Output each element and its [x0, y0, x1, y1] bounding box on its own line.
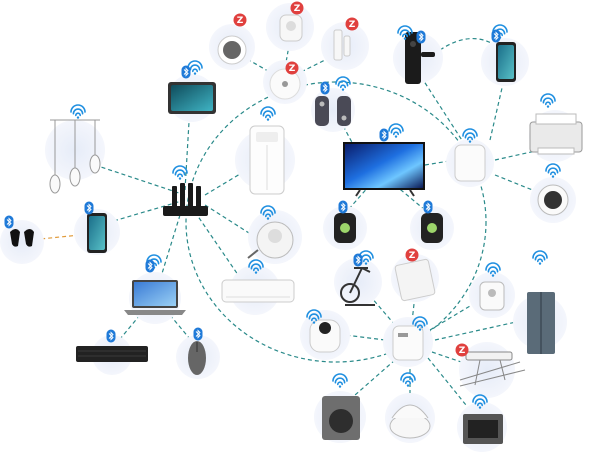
wifi-icon [306, 309, 322, 324]
zigbee-letter: Z [459, 346, 466, 356]
wifi-icon [248, 259, 264, 274]
bluetooth-icon [84, 201, 94, 215]
wifi-icon [260, 106, 276, 121]
bluetooth-icon [4, 215, 14, 229]
keyboard [76, 346, 148, 362]
zigbee-letter: Z [409, 251, 416, 261]
laptop [124, 280, 186, 315]
tablet [168, 82, 216, 114]
link-bhub-fridge [434, 319, 526, 341]
bluetooth-icon [353, 253, 363, 267]
pendant-lights [49, 119, 101, 194]
smart-door-lock [405, 32, 435, 84]
zigbee-icon: Z [233, 13, 247, 27]
zigbee-letter: Z [237, 16, 244, 26]
wifi-icon [545, 163, 561, 178]
bluetooth-icon [193, 327, 203, 341]
refrigerator [527, 292, 555, 354]
ceiling-hub [269, 68, 301, 100]
link-router-ac [194, 211, 246, 286]
game-controllers [315, 96, 351, 126]
link-bhub-plug [429, 299, 481, 331]
link-router-purifier [204, 164, 256, 196]
drying-rack [459, 351, 526, 387]
halo-bike [334, 258, 382, 306]
link-phone-earbuds [29, 234, 81, 241]
wifi-icon [335, 76, 351, 91]
wifi-icon [412, 316, 428, 331]
orbit-ring [185, 81, 487, 363]
zigbee-letter: Z [349, 20, 356, 30]
zigbee-icon: Z [290, 1, 304, 15]
smart-speaker [537, 184, 569, 216]
smart-switch-panel [394, 258, 436, 302]
bluetooth-icon [423, 200, 433, 214]
hub-bottom [392, 325, 424, 361]
wifi-router [163, 183, 208, 216]
robot-vacuum [247, 221, 294, 259]
bluetooth-icon [338, 200, 348, 214]
bluetooth-icon [416, 30, 426, 44]
link-router-laptop [159, 214, 181, 281]
link-router-lights [94, 164, 186, 196]
zigbee-letter: Z [289, 64, 296, 74]
rice-cooker [389, 404, 431, 439]
zigbee-icon: Z [285, 61, 299, 75]
link-tv-remote1 [347, 184, 371, 211]
smart-tv [343, 142, 425, 197]
zigbee-icon: Z [345, 17, 359, 31]
door-sensor [333, 29, 351, 61]
thermometer-sensor [217, 35, 247, 65]
wifi-icon [397, 25, 413, 40]
wifi-icon [187, 60, 203, 75]
remote-1 [334, 213, 356, 243]
bluetooth-icon [145, 259, 155, 273]
oven [463, 414, 503, 444]
exercise-bike [340, 267, 375, 306]
wifi-icon [472, 394, 488, 409]
motion-sensor [279, 14, 303, 42]
washing-machine [322, 396, 360, 440]
bluetooth-icon [106, 329, 116, 343]
zigbee-icon: Z [405, 248, 419, 262]
bluetooth-earbuds [10, 229, 34, 247]
link-bhub-camera [344, 334, 386, 341]
connection-links [29, 38, 546, 411]
wifi-icon [462, 128, 478, 143]
wifi-icon [332, 373, 348, 388]
wifi-icon [260, 205, 276, 220]
printer [529, 113, 583, 155]
remote-2 [421, 213, 443, 243]
bluetooth-icon [181, 65, 191, 79]
phone-right [496, 42, 516, 82]
bluetooth-icon [379, 128, 389, 142]
link-router-vacuum [204, 204, 261, 241]
bluetooth-icon [491, 29, 501, 43]
wifi-icon [532, 250, 548, 265]
smart-plug [479, 281, 505, 311]
link-tv-controllers [339, 119, 356, 149]
security-camera [309, 319, 341, 353]
link-lock-phone [439, 38, 496, 51]
wifi-icon [540, 93, 556, 108]
zigbee-icon: Z [455, 343, 469, 357]
air-conditioner [221, 279, 295, 303]
air-purifier [249, 125, 285, 195]
wifi-icon [485, 262, 501, 277]
bluetooth-icon [320, 81, 330, 95]
wifi-icon [400, 372, 416, 387]
wifi-icon [70, 104, 86, 119]
zigbee-letter: Z [294, 4, 301, 14]
protocol-badges: Z Z Z Z Z Z [4, 1, 561, 409]
link-bhub-washer [354, 359, 396, 396]
wifi-icon [172, 165, 188, 180]
phone-left [87, 213, 107, 253]
hub-tv [454, 144, 486, 182]
link-tv-tvhub [424, 159, 456, 166]
wifi-icon [388, 123, 404, 138]
mouse [188, 341, 206, 375]
